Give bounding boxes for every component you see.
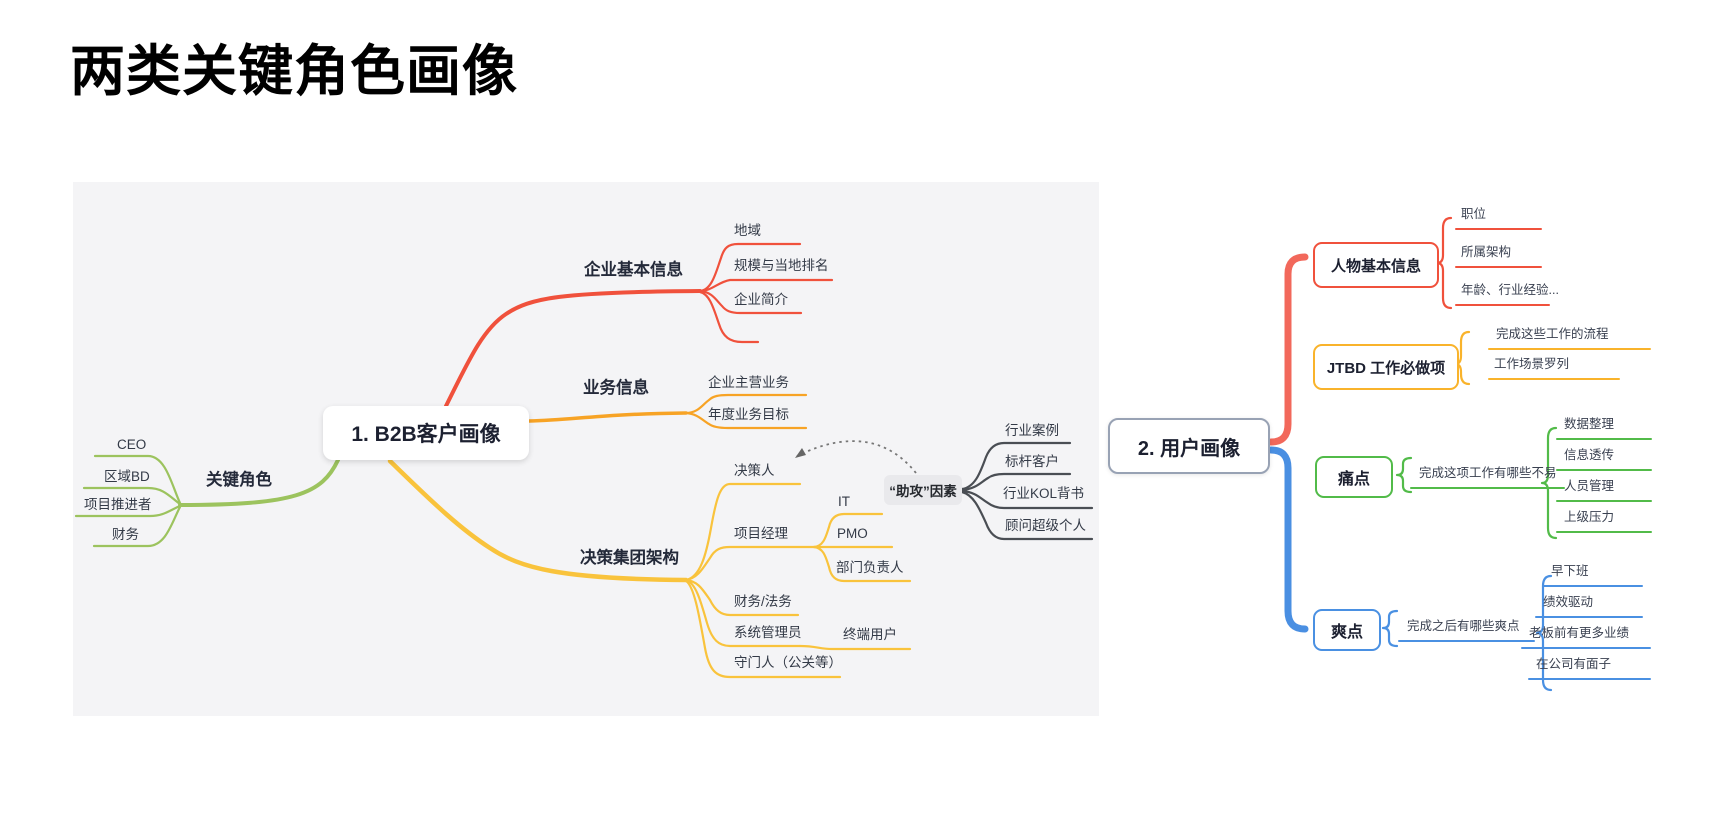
node-scale-local-ranking[interactable]: 规模与当地排名 (734, 258, 829, 273)
node-geography[interactable]: 地域 (734, 223, 761, 238)
node-person-basic-info[interactable]: 人物基本信息 (1313, 242, 1439, 288)
node-end-user[interactable]: 终端用户 (843, 627, 897, 642)
branch-label-business-info[interactable]: 业务信息 (583, 379, 649, 397)
node-gain-summary[interactable]: 完成之后有哪些爽点 (1407, 619, 1520, 633)
node-face-in-company[interactable]: 在公司有面子 (1536, 657, 1612, 671)
node-gatekeeper[interactable]: 守门人（公关等） (734, 655, 842, 670)
node-decision-maker[interactable]: 决策人 (734, 463, 775, 478)
node-boss-pressure[interactable]: 上级压力 (1564, 510, 1615, 524)
node-assist-factors[interactable]: “助攻”因素 (884, 475, 962, 505)
node-annual-business-goal[interactable]: 年度业务目标 (708, 407, 789, 422)
branch-label-decision-group[interactable]: 决策集团架构 (580, 549, 679, 567)
node-finance-legal[interactable]: 财务/法务 (734, 594, 792, 609)
branch-label-company-basic-info[interactable]: 企业基本信息 (584, 261, 683, 279)
node-consultant-super-individual[interactable]: 顾问超级个人 (1005, 518, 1086, 533)
node-project-manager[interactable]: 项目经理 (734, 526, 788, 541)
branch-label-key-roles[interactable]: 关键角色 (206, 471, 272, 489)
node-org-structure[interactable]: 所属架构 (1461, 245, 1512, 259)
node-pain-points[interactable]: 痛点 (1315, 456, 1393, 498)
node-department-head[interactable]: 部门负责人 (836, 560, 904, 575)
node-work-scenarios[interactable]: 工作场景罗列 (1494, 357, 1570, 371)
node-position[interactable]: 职位 (1461, 207, 1487, 221)
node-data-organizing[interactable]: 数据整理 (1564, 417, 1615, 431)
node-people-management[interactable]: 人员管理 (1564, 479, 1615, 493)
node-main-business[interactable]: 企业主营业务 (708, 375, 789, 390)
node-region-bd[interactable]: 区域BD (104, 469, 150, 484)
node-ceo[interactable]: CEO (117, 437, 147, 452)
node-company-profile[interactable]: 企业简介 (734, 292, 788, 307)
node-industry-case[interactable]: 行业案例 (1005, 423, 1059, 438)
map2-main-braces (1267, 253, 1309, 633)
node-info-passthrough[interactable]: 信息透传 (1564, 448, 1615, 462)
node-project-promoter[interactable]: 项目推进者 (84, 497, 152, 512)
node-delight-points[interactable]: 爽点 (1313, 609, 1381, 651)
node-pmo[interactable]: PMO (837, 526, 868, 541)
node-benchmark-customer[interactable]: 标杆客户 (1005, 454, 1059, 469)
node-more-results-before-boss[interactable]: 老板前有更多业绩 (1529, 626, 1630, 640)
node-it[interactable]: IT (838, 494, 850, 509)
node-pain-summary[interactable]: 完成这项工作有哪些不易 (1419, 466, 1557, 480)
node-age-experience[interactable]: 年龄、行业经验... (1461, 283, 1559, 297)
mindmap-panel (73, 182, 1099, 716)
node-industry-kol-endorsement[interactable]: 行业KOL背书 (1003, 486, 1085, 501)
node-leave-early[interactable]: 早下班 (1551, 564, 1589, 578)
root-node-user-persona[interactable]: 2. 用户画像 (1108, 418, 1270, 474)
page-title: 两类关键角色画像 (70, 40, 519, 102)
root-node-b2b-customer[interactable]: 1. B2B客户画像 (323, 406, 529, 460)
node-system-admin[interactable]: 系统管理员 (734, 625, 802, 640)
node-finance-role[interactable]: 财务 (112, 527, 139, 542)
node-work-process[interactable]: 完成这些工作的流程 (1496, 327, 1609, 341)
node-jtbd-must-do[interactable]: JTBD 工作必做项 (1313, 344, 1459, 390)
node-performance-driven[interactable]: 绩效驱动 (1543, 595, 1594, 609)
